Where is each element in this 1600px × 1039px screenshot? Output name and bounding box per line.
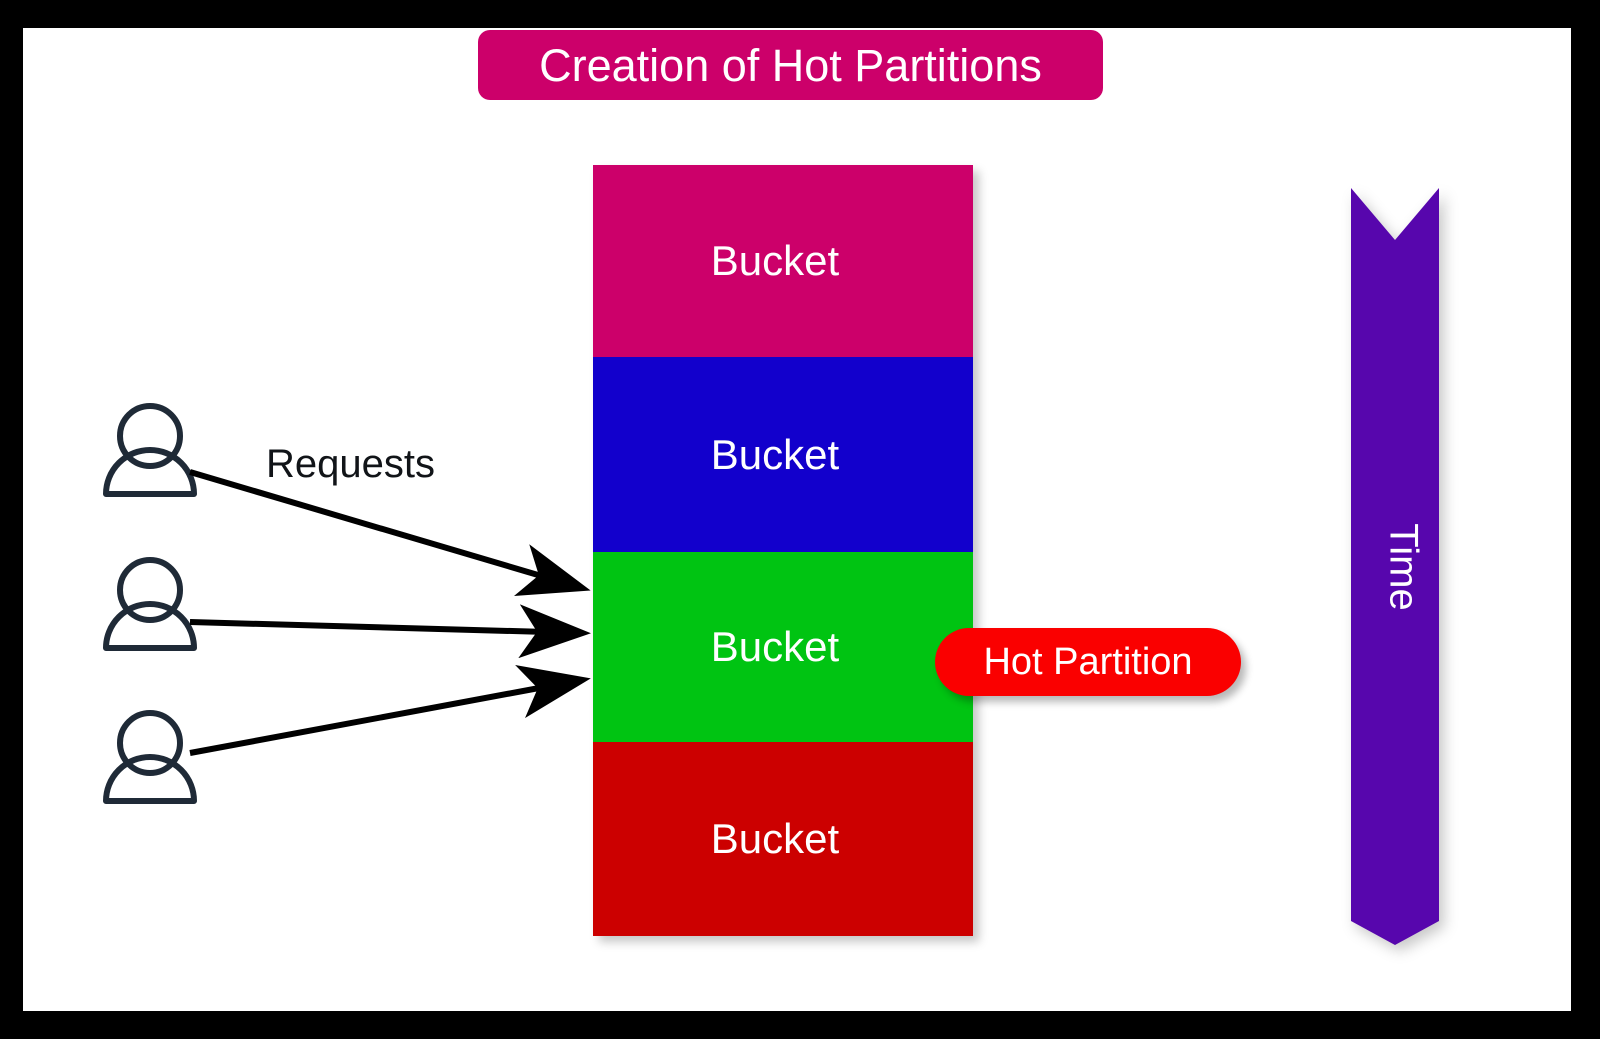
hot-partition-label: Hot Partition (983, 641, 1193, 683)
bucket-1-label: Bucket (710, 237, 840, 284)
requests-label: Requests (266, 442, 435, 486)
time-arrow (1351, 188, 1439, 945)
hot-partition-badge: Hot Partition (935, 628, 1241, 696)
bucket-2: Bucket (593, 357, 973, 552)
bucket-4: Bucket (593, 742, 973, 936)
title-banner: Creation of Hot Partitions (478, 30, 1103, 100)
bucket-2-label: Bucket (710, 430, 840, 478)
bucket-1: Bucket (593, 165, 973, 357)
bucket-4-label: Bucket (710, 815, 840, 862)
bucket-3-hot: Bucket (593, 552, 973, 742)
page-title: Creation of Hot Partitions (539, 39, 1042, 91)
bucket-3-label: Bucket (710, 623, 840, 670)
diagram-canvas: Creation of Hot Partitions Bucket Bucket… (23, 28, 1571, 1011)
bucket-stack: Bucket Bucket Bucket Bucket (593, 165, 973, 936)
